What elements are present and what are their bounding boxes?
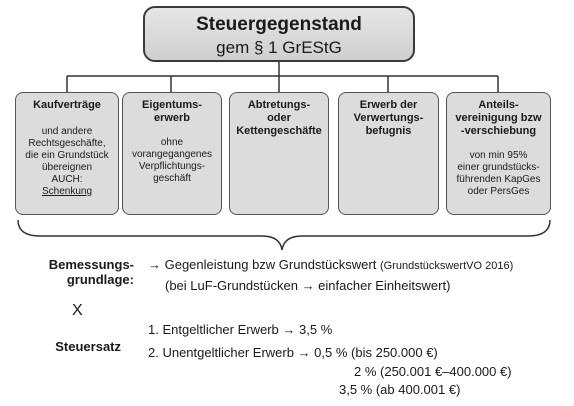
steuersatz-item2: 2. Unentgeltlicher Erwerb → 0,5 % (bis 2… xyxy=(148,345,438,360)
tree-connectors xyxy=(17,62,551,251)
box-body-line: AUCH: xyxy=(51,174,83,185)
box-verwertungsbefugnis: Erwerb der Verwertungs- befugnis xyxy=(338,92,439,215)
bemessung-line1-main: → Gegenleistung bzw Grundstückswert xyxy=(148,257,377,272)
bemessung-line2: (bei LuF-Grundstücken → einfacher Einhei… xyxy=(165,278,451,293)
bemessung-label-line1: Bemessungs- xyxy=(48,257,134,272)
box-heading: Erwerb der Verwertungs- befugnis xyxy=(353,99,424,137)
curly-brace xyxy=(17,219,551,251)
box-body-line: und andere xyxy=(41,126,93,137)
box-body-line: die ein Grundstück xyxy=(25,150,109,161)
box-body-line: von min 95% xyxy=(469,150,528,161)
bemessung-line1-small: (GrundstückswertVO 2016) xyxy=(379,260,514,272)
box-heading: Eigentums- erwerb xyxy=(142,99,202,124)
box-body-line: geschäft xyxy=(153,173,191,184)
steuersatz-label: Steuersatz xyxy=(55,339,121,354)
box-heading: Anteils- vereinigung bzw -verschiebung xyxy=(455,99,542,137)
times-sign: X xyxy=(72,302,83,319)
box-body-line: vorangegangenes xyxy=(131,149,213,160)
bemessung-label: Bemessungs- grundlage: xyxy=(14,257,134,287)
box-body-line: einer grundstücks- xyxy=(457,162,540,173)
box-body-line: ohne xyxy=(160,137,184,148)
box-body-line: Rechtsgeschäfte, xyxy=(28,138,106,149)
box-abtretung: Abtretungs- oder Kettengeschäfte xyxy=(229,92,329,215)
box-body-line: führenden KapGes xyxy=(456,174,541,185)
root-title: Steuergegenstand xyxy=(196,14,362,35)
box-heading: Kaufverträge xyxy=(33,99,101,111)
box-emphasis: Schenkung xyxy=(41,186,93,197)
box-anteilsvereinigung: Anteils- vereinigung bzw -verschiebung vo… xyxy=(446,92,551,215)
steuersatz-item1: 1. Entgeltlicher Erwerb → 3,5 % xyxy=(148,322,333,337)
box-body-line: übereignen xyxy=(41,162,93,173)
bemessung-label-line2: grundlage: xyxy=(66,272,134,287)
root-subtitle: gem § 1 GrEStG xyxy=(216,38,342,57)
box-heading: Abtretungs- oder Kettengeschäfte xyxy=(236,99,322,137)
steuersatz-item2b: 2 % (250.001 €–400.000 €) xyxy=(354,364,512,379)
bemessung-line1: → Gegenleistung bzw Grundstückswert (Gru… xyxy=(148,257,513,272)
root-box: Steuergegenstand gem § 1 GrEStG xyxy=(143,6,415,62)
box-body-line: oder PersGes xyxy=(467,186,530,197)
box-body-line: Verpflichtungs- xyxy=(138,161,206,172)
steuersatz-item2c: 3,5 % (ab 400.001 €) xyxy=(339,382,461,397)
